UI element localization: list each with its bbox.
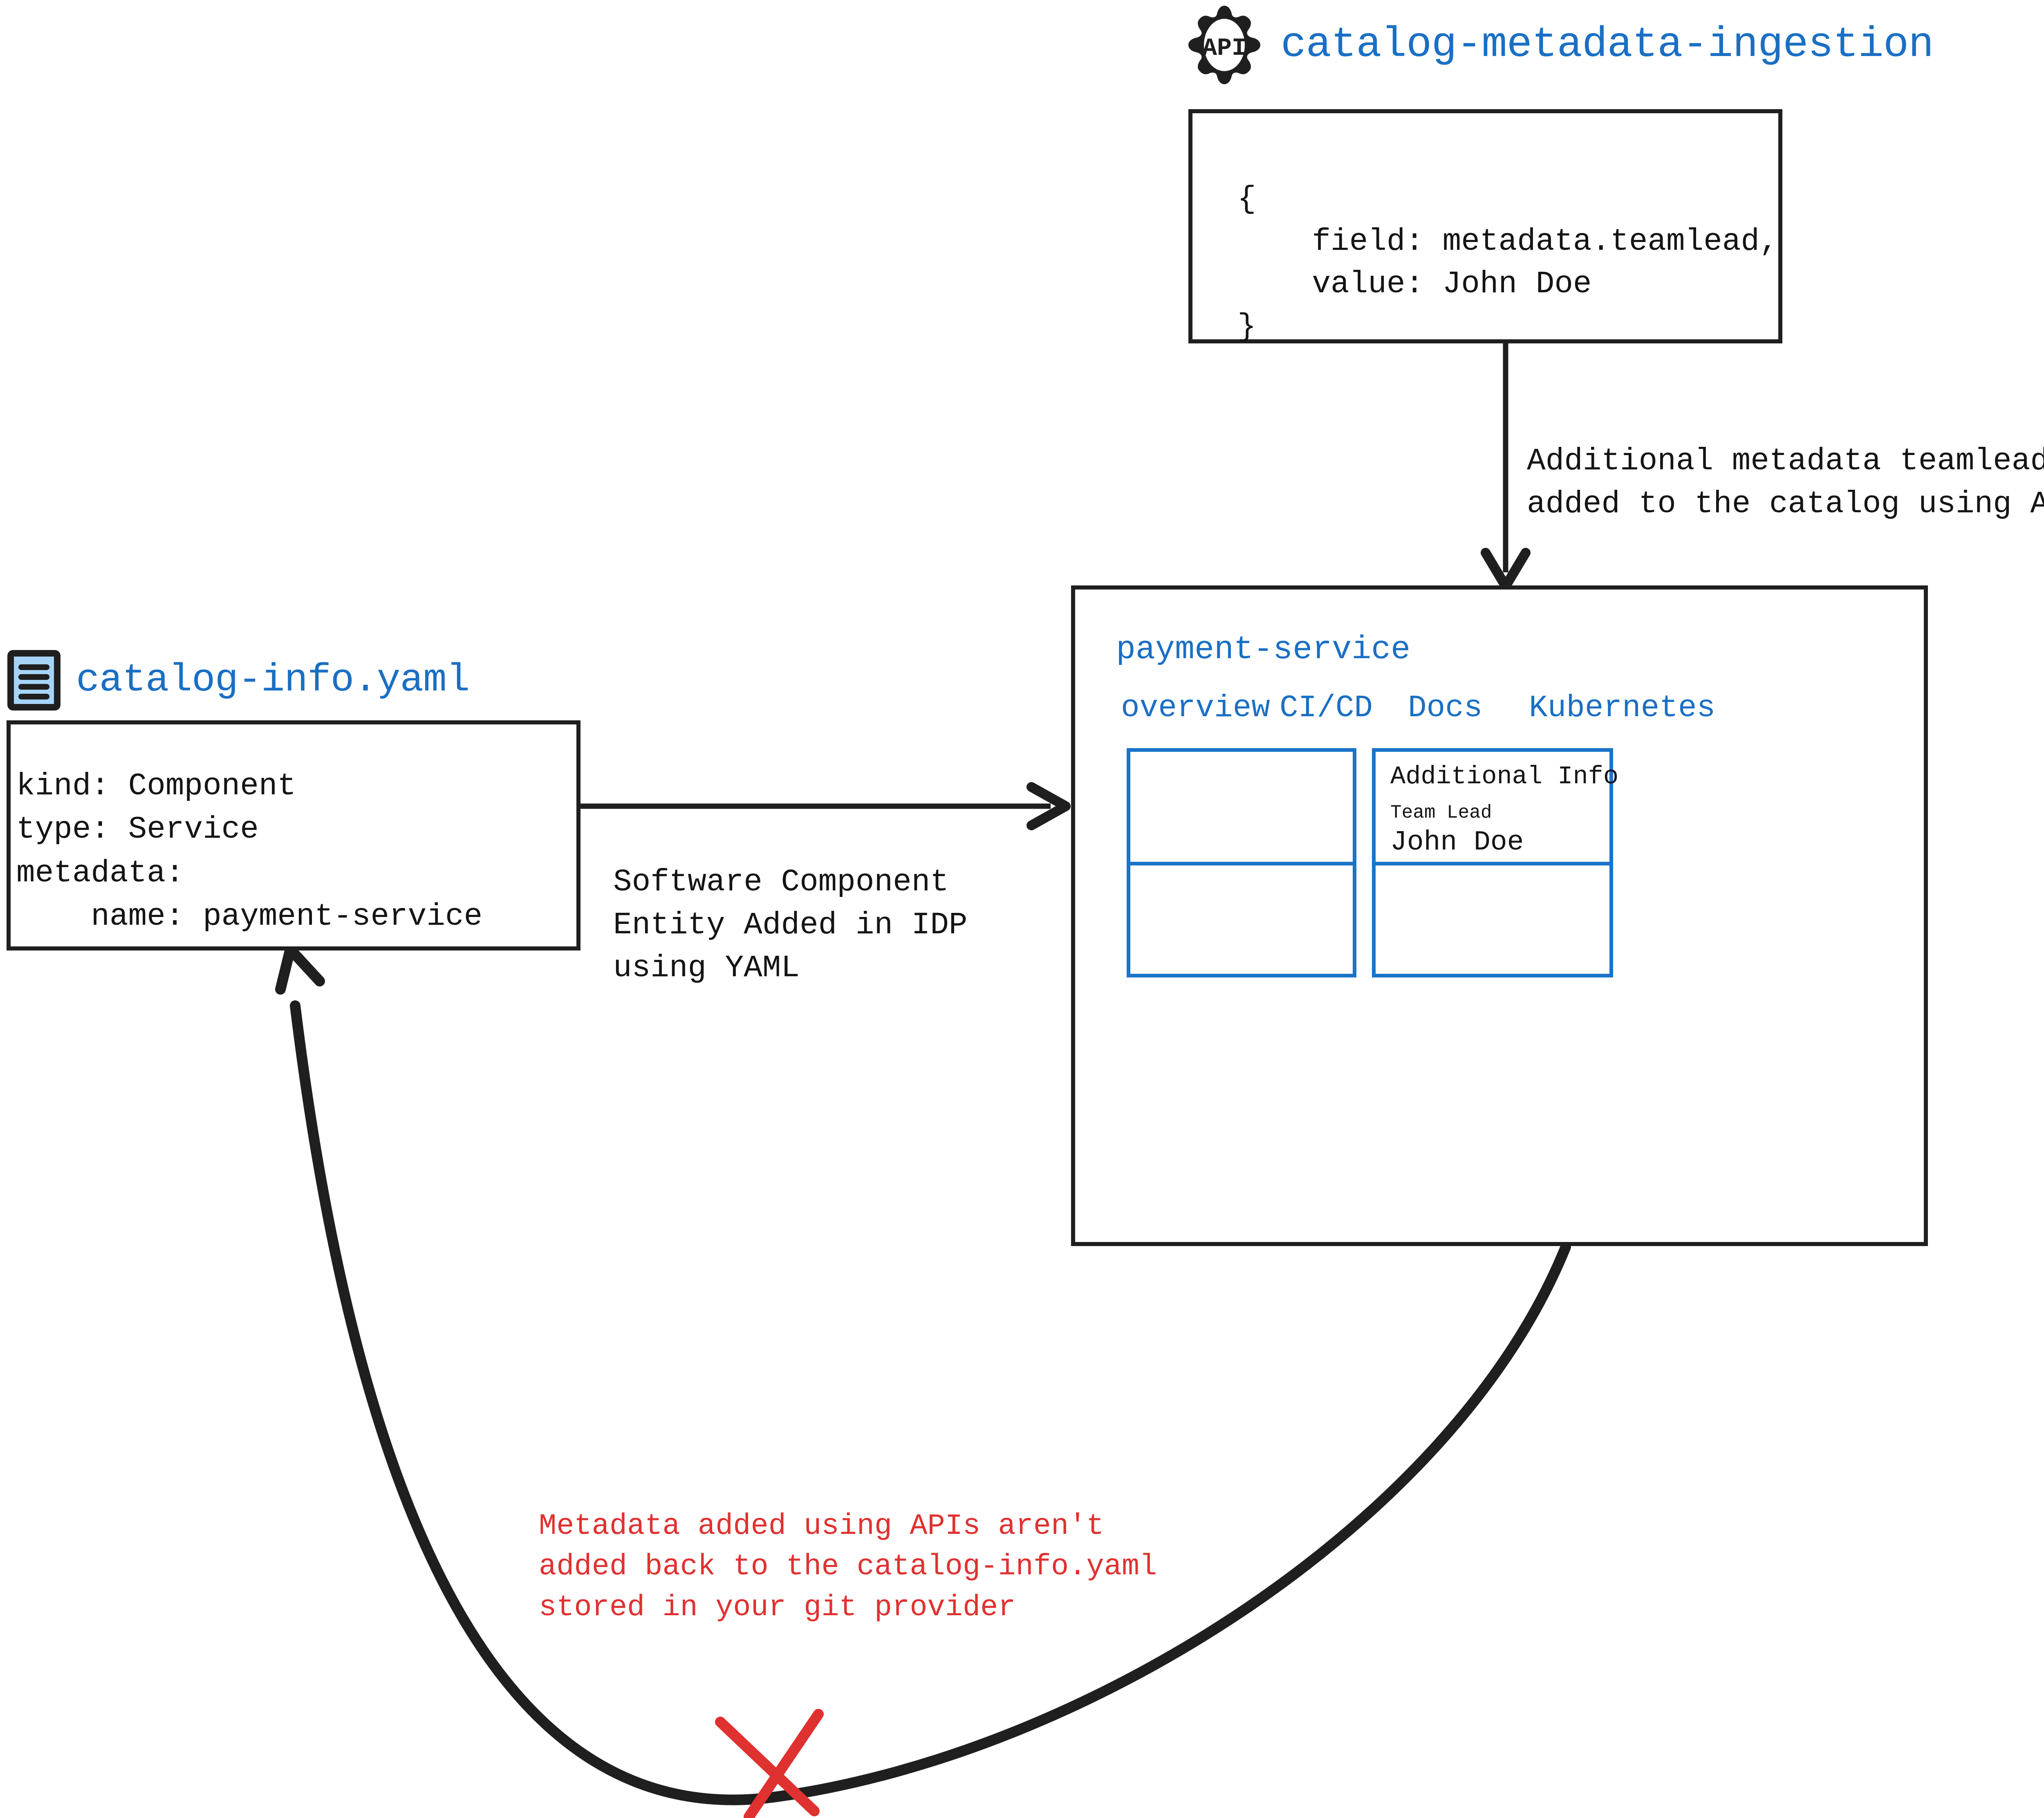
service-panel: payment-service overview CI/CD Docs Kube… (1071, 585, 1928, 1246)
red-x-icon (715, 1709, 824, 1818)
team-lead-value: John Doe (1390, 827, 1524, 858)
api-source-header: API catalog-metadata-ingestion (1183, 4, 1934, 86)
api-source-title: catalog-metadata-ingestion (1281, 21, 1934, 69)
yaml-to-service-arrow (580, 782, 1071, 830)
tab-cicd[interactable]: CI/CD (1280, 690, 1373, 726)
api-payload-box: { field: metadata.teamlead, value: John … (1188, 109, 1782, 344)
service-tab-bar: overview CI/CD Docs Kubernetes (1116, 693, 1885, 729)
yaml-content-code: kind: Component type: Service metadata: … (16, 769, 483, 935)
yaml-source-title: catalog-info.yaml (76, 658, 470, 702)
api-arrow-label: Additional metadata teamlead added to th… (1527, 444, 2044, 522)
yaml-source-header: catalog-info.yaml (7, 650, 470, 711)
tab-kubernetes[interactable]: Kubernetes (1529, 690, 1716, 726)
api-gear-icon: API (1188, 6, 1260, 84)
additional-info-card[interactable]: Additional Info Team Lead John Doe (1372, 748, 1618, 865)
bottom-right-card[interactable] (1372, 862, 1613, 977)
yaml-arrow-label: Software Component Entity Added in IDP u… (613, 865, 968, 986)
tab-overview[interactable]: overview (1121, 690, 1270, 726)
api-payload-code: { field: metadata.teamlead, value: John … (1237, 182, 1778, 345)
bottom-left-card[interactable] (1127, 862, 1356, 977)
service-panel-title: payment-service (1116, 631, 1411, 668)
api-to-service-arrow (1481, 343, 1531, 591)
svg-text:API: API (1202, 35, 1246, 63)
yaml-document-icon (7, 650, 61, 711)
overview-card[interactable] (1127, 748, 1356, 865)
yaml-content-box: kind: Component type: Service metadata: … (7, 720, 580, 950)
warning-note: Metadata added using APIs aren't added b… (539, 1509, 1157, 1624)
tab-docs[interactable]: Docs (1408, 690, 1483, 726)
additional-info-heading: Additional Info (1390, 762, 1619, 791)
team-lead-label: Team Lead (1390, 802, 1492, 823)
